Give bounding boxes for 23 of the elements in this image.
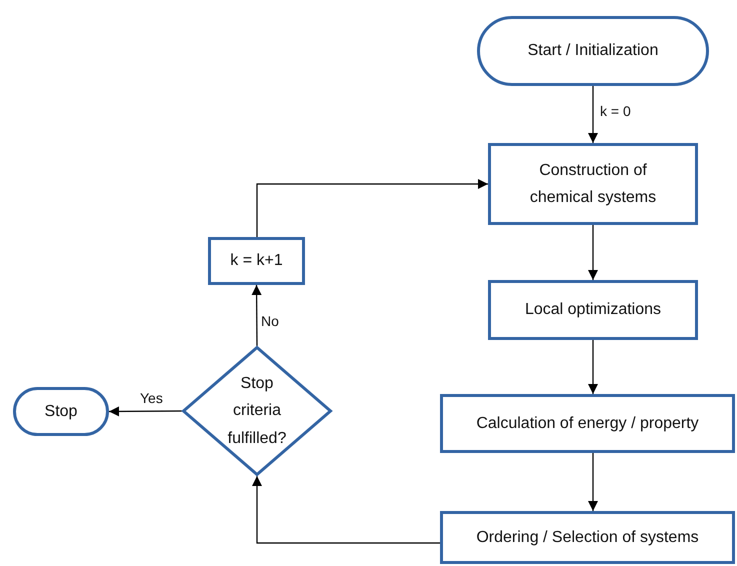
terminal-pill — [13, 387, 109, 436]
process-box — [440, 394, 735, 453]
arrow — [588, 453, 598, 511]
node-label: Calculation of energy / property — [476, 414, 699, 434]
arrow — [252, 285, 262, 346]
arrow — [109, 406, 182, 416]
arrow — [256, 179, 488, 237]
arrow — [588, 225, 598, 280]
node-label: Stop criteria fulfilled? — [226, 374, 288, 449]
arrow — [588, 340, 598, 394]
process-box — [488, 280, 698, 340]
arrow — [252, 476, 440, 544]
process-box — [208, 237, 305, 285]
node-label: Stop — [44, 402, 78, 422]
decision-diamond — [182, 346, 332, 476]
node-label: Local optimizations — [524, 300, 662, 320]
process-box — [488, 143, 698, 225]
node-label: Construction of chemical systems — [528, 160, 658, 208]
process-box — [440, 511, 735, 564]
arrow — [588, 86, 598, 143]
node-label: k = k+1 — [230, 251, 283, 272]
node-label: Ordering / Selection of systems — [476, 528, 699, 548]
node-label: Start / Initialization — [528, 41, 658, 62]
